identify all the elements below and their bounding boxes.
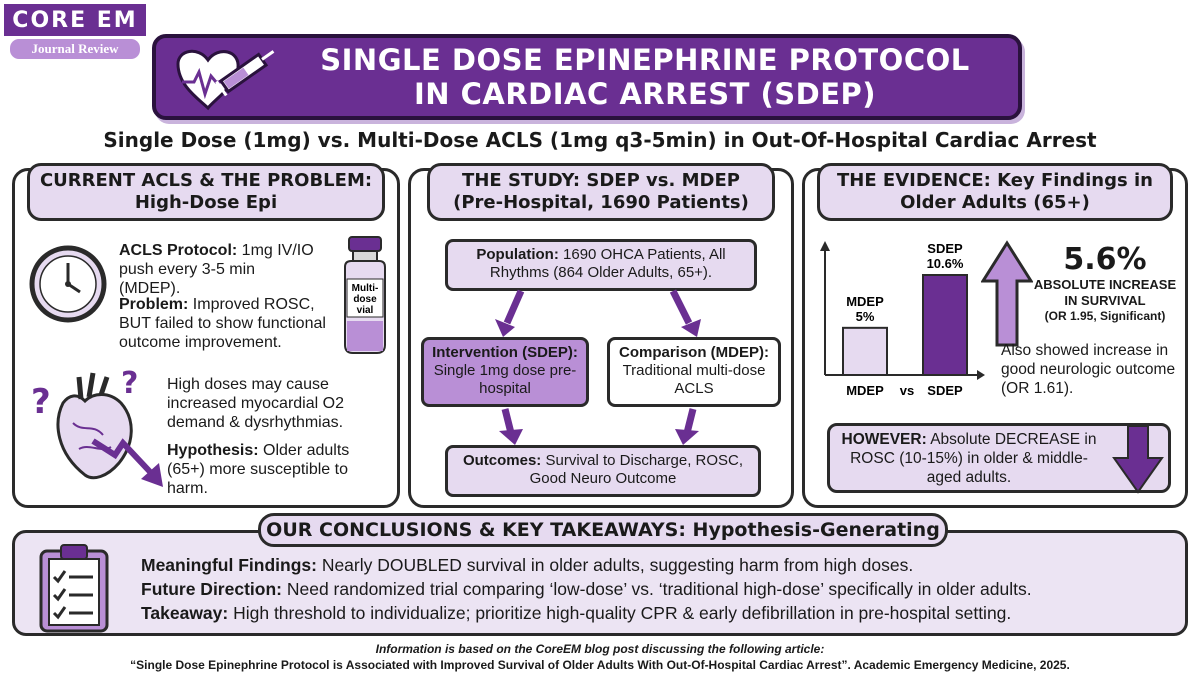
title-line-1: SINGLE DOSE EPINEPHRINE PROTOCOL [320, 43, 970, 77]
panel-heading-line-2: High-Dose Epi [134, 192, 278, 213]
subtitle: Single Dose (1mg) vs. Multi-Dose ACLS (1… [103, 128, 1097, 152]
acls-protocol-text: ACLS Protocol: 1mg IV/IO push every 3-5 … [119, 242, 314, 297]
title-line-2: IN CARDIAC ARREST (SDEP) [413, 77, 877, 111]
anatomical-heart-icon: ? ? [31, 366, 163, 487]
down-arrow-icon [675, 429, 699, 445]
brand-logo: CORE EM Journal Review [4, 4, 146, 59]
clock-icon [29, 245, 107, 323]
problem-text: Problem: Improved ROSC, BUT failed to sh… [119, 296, 326, 351]
panel-heading: THE STUDY: SDEP vs. MDEP (Pre-Hospital, … [427, 163, 775, 221]
however-text: HOWEVER: Absolute DECREASE in ROSC (10-1… [841, 431, 1097, 486]
page-title: SINGLE DOSE EPINEPHRINE PROTOCOL IN CARD… [284, 38, 1006, 116]
conclusion-line-1: Meaningful Findings: Nearly DOUBLED surv… [141, 555, 914, 575]
comparison-box: Comparison (MDEP): Traditional multi-dos… [607, 337, 781, 407]
down-arrow-icon [499, 429, 523, 445]
conclusion-line-3: Takeaway: High threshold to individualiz… [141, 603, 1012, 623]
up-arrow-icon [981, 240, 1033, 347]
title-banner: SINGLE DOSE EPINEPHRINE PROTOCOL IN CARD… [152, 34, 1022, 120]
stat-note: (OR 1.95, Significant) [1044, 309, 1166, 323]
conclusions-panel: Meaningful Findings: Nearly DOUBLED surv… [12, 530, 1188, 636]
stat-line-2: IN SURVIVAL [1064, 293, 1146, 308]
panel-heading: CURRENT ACLS & THE PROBLEM: High-Dose Ep… [27, 163, 385, 221]
down-arrow-icon [141, 463, 163, 487]
population-box: Population: 1690 OHCA Patients, All Rhyt… [445, 239, 757, 291]
down-arrow-icon [681, 319, 701, 337]
footer-citation: “Single Dose Epinephrine Protocol is Ass… [130, 658, 1070, 672]
bar-mdep [842, 326, 888, 376]
panel-the-study: THE STUDY: SDEP vs. MDEP (Pre-Hospital, … [408, 163, 794, 508]
however-box: HOWEVER: Absolute DECREASE in ROSC (10-1… [827, 423, 1171, 494]
stat-value: 5.6% [1063, 242, 1147, 277]
vial-label-3: vial [357, 305, 374, 316]
question-mark-icon: ? [121, 366, 138, 401]
panel-heading-line-2: Older Adults (65+) [900, 192, 1090, 213]
x-tick-label: SDEP [927, 383, 963, 398]
bar-category-label: MDEP [846, 294, 884, 309]
high-dose-risk-text: High doses may cause increased myocardia… [167, 376, 344, 431]
panel-the-evidence: THE EVIDENCE: Key Findings in Older Adul… [802, 163, 1188, 508]
panel-heading-line-1: THE STUDY: SDEP vs. MDEP [462, 170, 740, 191]
brand-tagline: Journal Review [10, 39, 140, 59]
brand-name: CORE EM [4, 4, 146, 36]
panel-heading-line-1: CURRENT ACLS & THE PROBLEM: [39, 170, 373, 191]
neuro-outcome-text: Also showed increase in good neurologic … [1001, 342, 1176, 397]
bar-value-label: 10.6% [927, 256, 964, 271]
panel-heading: THE EVIDENCE: Key Findings in Older Adul… [817, 163, 1173, 221]
bar-sdep [922, 274, 968, 376]
x-axis-arrow [977, 370, 985, 380]
conclusions-heading: OUR CONCLUSIONS & KEY TAKEAWAYS: Hypothe… [258, 513, 948, 547]
clipboard-checklist-icon [39, 544, 109, 633]
arrows-bottom [499, 408, 699, 445]
survival-stat: 5.6% ABSOLUTE INCREASE IN SURVIVAL (OR 1… [1023, 243, 1187, 324]
hypothesis-text: Hypothesis: Older adults (65+) more susc… [167, 442, 350, 497]
vs-label: vs [900, 383, 914, 398]
arrows-top [495, 289, 701, 337]
vial-label-1: Multi- [352, 283, 379, 294]
panel-heading-line-1: THE EVIDENCE: Key Findings in [837, 170, 1153, 191]
bar-value-label: 5% [856, 309, 875, 324]
vial-icon: Multi- dose vial [344, 236, 386, 354]
panel-current-acls: CURRENT ACLS & THE PROBLEM: High-Dose Ep… [12, 163, 400, 508]
question-mark-icon: ? [31, 382, 51, 422]
vial-label-2: dose [353, 294, 377, 305]
x-tick-label: MDEP [846, 383, 884, 398]
conclusion-line-2: Future Direction: Need randomized trial … [141, 579, 1032, 599]
intervention-box: Intervention (SDEP): Single 1mg dose pre… [421, 337, 589, 407]
down-arrow-icon [495, 319, 515, 337]
y-axis-arrow [820, 241, 830, 251]
outcomes-box: Outcomes: Survival to Discharge, ROSC, G… [445, 445, 761, 497]
footer-source-note: Information is based on the CoreEM blog … [375, 642, 825, 656]
stat-line-1: ABSOLUTE INCREASE [1033, 277, 1177, 292]
heart-syringe-icon [176, 49, 275, 111]
down-arrow-icon [1112, 425, 1164, 494]
panel-heading-line-2: (Pre-Hospital, 1690 Patients) [453, 192, 749, 213]
bar-category-label: SDEP [927, 241, 963, 256]
